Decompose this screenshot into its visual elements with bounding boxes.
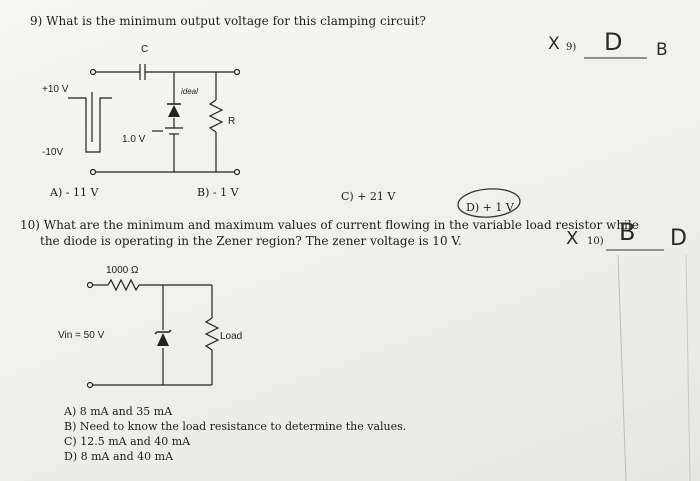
q9-x-mark: X	[548, 34, 560, 54]
q10-resistor-label: 1000 Ω	[106, 265, 139, 276]
q10-answer-letter-b: B	[619, 218, 636, 246]
q9-negative-voltage-label: -10V	[42, 147, 64, 158]
q10-load-label: Load	[220, 331, 243, 342]
q10-option-d: D) 8 mA and 40 mA	[64, 450, 174, 463]
q9-answer-number: 9)	[566, 42, 577, 53]
q9-source-label: 1.0 V	[122, 134, 146, 145]
q10-answer-number: 10)	[587, 236, 604, 247]
q9-option-c: C) + 21 V	[341, 190, 396, 203]
q10-option-a: A) 8 mA and 35 mA	[64, 405, 173, 418]
q9-capacitor-label: C	[141, 44, 149, 55]
q10-vin-label: Vin = 50 V	[58, 330, 105, 341]
q10-x-mark: X	[566, 228, 579, 249]
q10-question-line1: 10) What are the minimum and maximum val…	[20, 218, 639, 232]
q9-option-b: B) - 1 V	[197, 186, 239, 199]
q9-option-d: D) + 1 V	[466, 201, 514, 214]
q9-question: 9) What is the minimum output voltage fo…	[30, 14, 426, 28]
q9-option-a: A) - 11 V	[50, 186, 99, 199]
q10-option-c: C) 12.5 mA and 40 mA	[64, 435, 191, 448]
q10-question-line2: the diode is operating in the Zener regi…	[40, 234, 462, 248]
q9-answer-letter-b: B	[656, 40, 668, 60]
q9-resistor-label: R	[228, 116, 236, 127]
q10-option-b: B) Need to know the load resistance to d…	[64, 420, 407, 433]
q10-answer-letter-d: D	[670, 226, 687, 251]
q9-answer-letter-d: D	[604, 28, 623, 56]
q9-ideal-label: ideal	[181, 87, 198, 96]
q9-positive-voltage-label: +10 V	[42, 84, 69, 95]
